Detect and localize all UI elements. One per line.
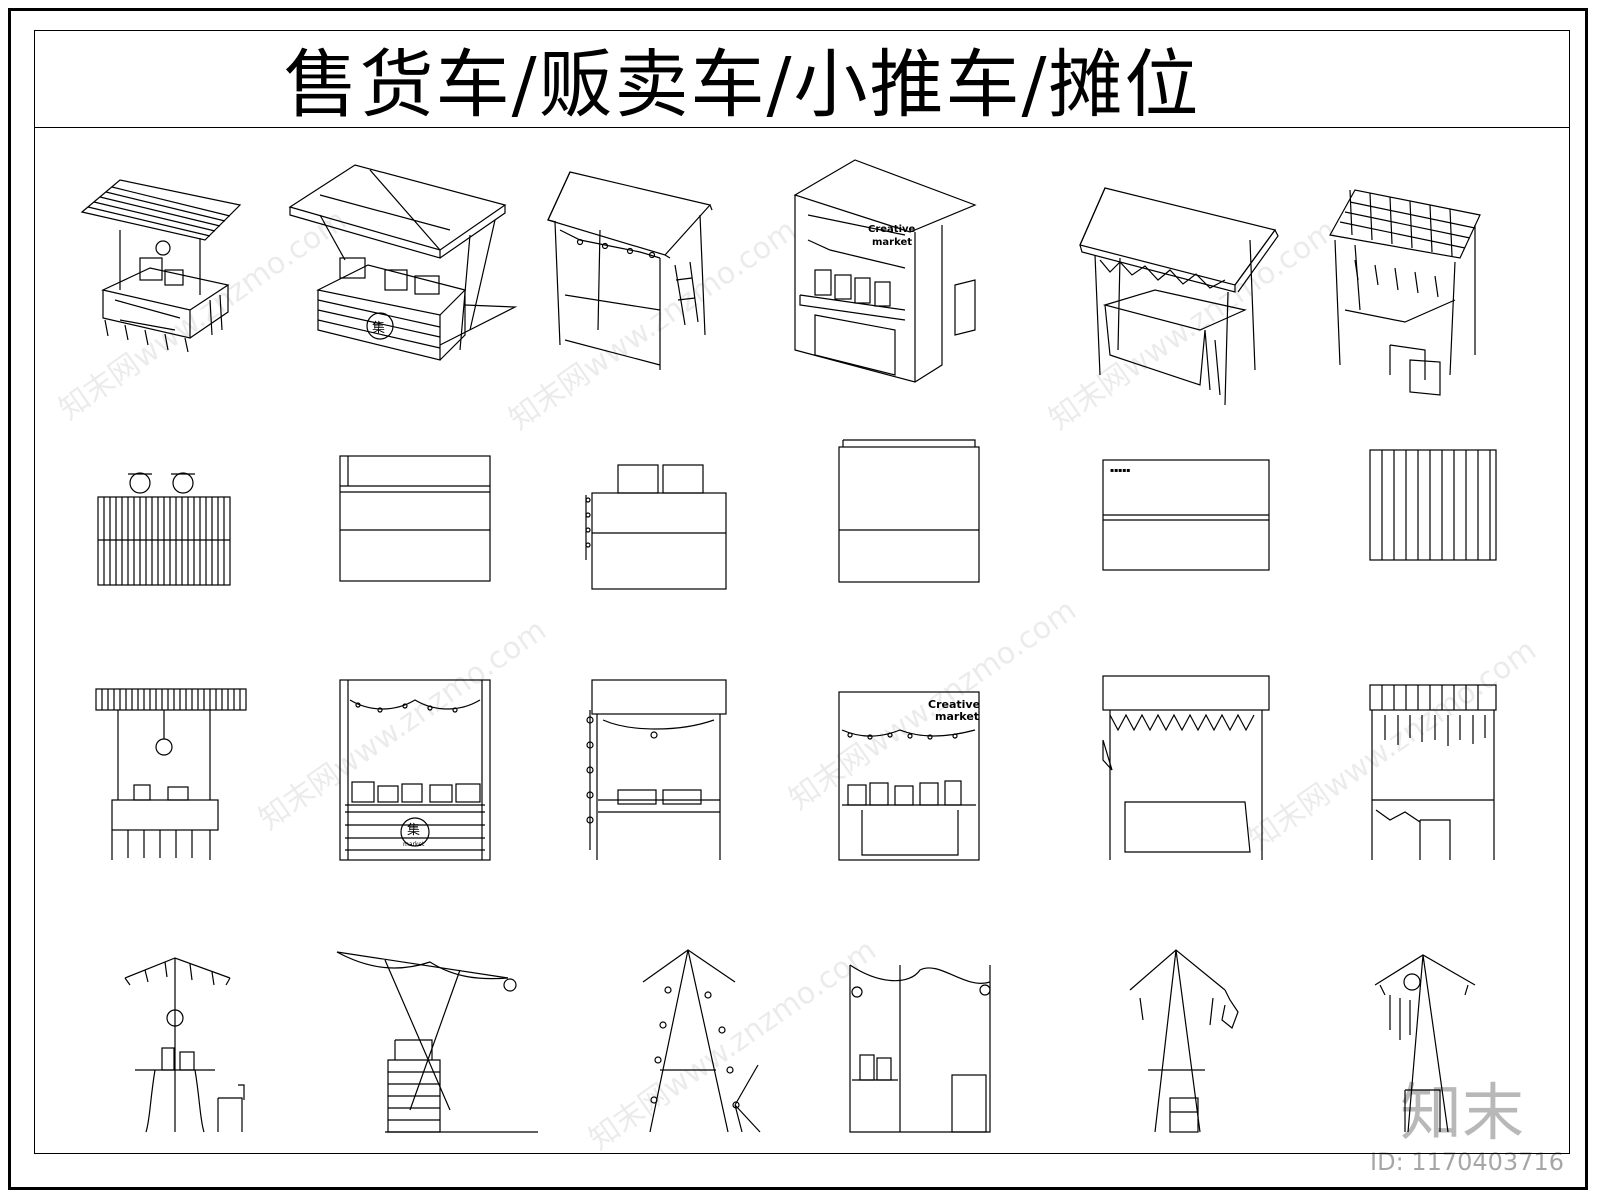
- stall-1-top: [97, 472, 231, 586]
- stall-3-side: [642, 949, 761, 1133]
- stall-1-axonometric: [80, 179, 242, 353]
- stall-2-top: [339, 455, 491, 582]
- stall-6-front: [1369, 684, 1497, 860]
- stall-6-axonometric: [1329, 189, 1481, 396]
- stall-3-front: [586, 679, 727, 860]
- stall-5-top: ▪▪▪▪▪: [1102, 459, 1270, 571]
- stall-4-side: [849, 964, 991, 1133]
- outer-frame: [8, 8, 1588, 1190]
- stall-4-front-sign-2: market: [935, 710, 979, 723]
- stall-5-front: [1102, 675, 1270, 860]
- stall-2-front-sign: 集: [407, 822, 420, 838]
- sheet-title: 售货车/贩卖车/小推车/摊位: [283, 42, 1201, 128]
- stall-2-front: 集 market: [339, 679, 491, 861]
- stall-2-sign: 集: [372, 320, 385, 336]
- watermark-logo: 知末: [1400, 1076, 1525, 1149]
- stall-6-top: [1369, 449, 1497, 561]
- stall-3-top: [585, 464, 727, 590]
- svg-text:▪▪▪▪▪: ▪▪▪▪▪: [1110, 467, 1130, 474]
- stall-3-axonometric: [547, 171, 713, 370]
- stall-2-side: [336, 951, 538, 1133]
- stall-4-axonometric: Creative market: [793, 159, 977, 383]
- stall-1-front: [95, 688, 247, 860]
- title-divider: [34, 127, 1570, 128]
- stall-6-side: [1374, 954, 1476, 1133]
- inner-frame: [34, 30, 1570, 1154]
- stall-1-side: [124, 957, 245, 1133]
- image-id-label: ID: 1170403716: [1370, 1148, 1564, 1176]
- stall-2-axonometric: 集: [288, 164, 518, 361]
- stall-4-sign-1: Creative: [868, 224, 916, 235]
- stall-4-front: Creative market: [838, 691, 980, 861]
- stall-5-axonometric: [1079, 187, 1279, 406]
- stall-4-sign-2: market: [872, 237, 912, 248]
- stall-2-front-sign-sub: market: [403, 841, 425, 848]
- stall-4-front-sign-1: Creative: [928, 698, 980, 711]
- stall-4-top: [838, 439, 980, 583]
- stall-5-side: [1129, 949, 1239, 1133]
